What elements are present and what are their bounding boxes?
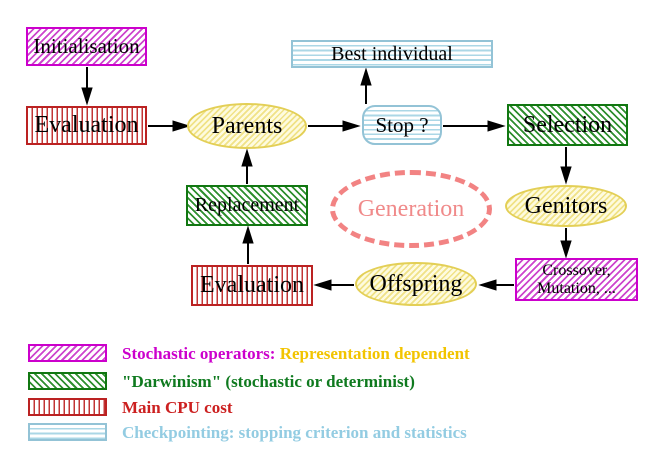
node-best-individual: Best individual bbox=[291, 40, 493, 68]
arrow-initialisation-to-evaluation bbox=[81, 67, 93, 106]
node-stop-label: Stop ? bbox=[375, 112, 429, 137]
arrow-stop-to-selection bbox=[443, 120, 506, 132]
arrow-replacement-to-parents bbox=[241, 148, 253, 184]
node-selection: Selection bbox=[507, 104, 628, 146]
legend-swatch-darwinism bbox=[28, 372, 107, 390]
arrow-parents-to-stop bbox=[308, 120, 361, 132]
legend-label-stochastic-operators: Stochastic operators: Representation dep… bbox=[122, 344, 470, 364]
arrow-crossover-to-offspring bbox=[478, 279, 514, 291]
node-genitors-label: Genitors bbox=[524, 192, 608, 219]
node-parents-label: Parents bbox=[211, 112, 283, 139]
node-evaluation-bottom: Evaluation bbox=[191, 265, 313, 306]
legend-label-checkpointing: Checkpointing: stopping criterion and st… bbox=[122, 423, 467, 442]
node-best-individual-label: Best individual bbox=[331, 42, 453, 65]
arrow-selection-to-genitors bbox=[560, 147, 572, 185]
node-offspring: Offspring bbox=[355, 262, 477, 306]
node-parents: Parents bbox=[187, 103, 307, 149]
generation-label: Generation bbox=[357, 195, 465, 222]
node-evaluation-bottom-label: Evaluation bbox=[200, 272, 304, 298]
node-replacement: Replacement bbox=[186, 185, 308, 226]
node-crossover-mutation: Crossover, Mutation, ... bbox=[515, 258, 638, 301]
node-selection-label: Selection bbox=[522, 111, 613, 138]
node-replacement-label: Replacement bbox=[194, 194, 300, 216]
node-crossover-label-line2: Mutation, ... bbox=[537, 279, 616, 297]
arrow-evaluation-to-parents bbox=[148, 120, 191, 132]
node-crossover-label-line1: Crossover, bbox=[542, 261, 611, 279]
generation-loop-ellipse: Generation bbox=[330, 170, 492, 248]
legend-swatch-checkpointing bbox=[28, 423, 107, 441]
arrow-stop-to-best-individual bbox=[360, 67, 372, 104]
legend-label-representation-dependent: Representation dependent bbox=[275, 344, 470, 363]
node-offspring-label: Offspring bbox=[369, 270, 463, 297]
arrow-offspring-to-evaluation bbox=[313, 279, 354, 291]
node-evaluation-top: Evaluation bbox=[26, 106, 147, 145]
node-initialisation-label: Initialisation bbox=[33, 34, 140, 58]
node-stop: Stop ? bbox=[362, 105, 442, 145]
legend-label-main-cpu-cost: Main CPU cost bbox=[122, 398, 233, 417]
arrow-genitors-to-crossover bbox=[560, 228, 572, 259]
node-initialisation: Initialisation bbox=[26, 27, 147, 66]
legend-label-darwinism: "Darwinism" (stochastic or determinist) bbox=[122, 372, 415, 391]
legend-swatch-stochastic-operators bbox=[28, 344, 107, 362]
node-evaluation-top-label: Evaluation bbox=[34, 112, 139, 138]
legend-label-stochastic-operators-part1: Stochastic operators: bbox=[122, 344, 276, 363]
legend-swatch-main-cpu-cost bbox=[28, 398, 107, 416]
arrow-evaluation-to-replacement bbox=[242, 225, 254, 264]
node-genitors: Genitors bbox=[505, 185, 627, 227]
